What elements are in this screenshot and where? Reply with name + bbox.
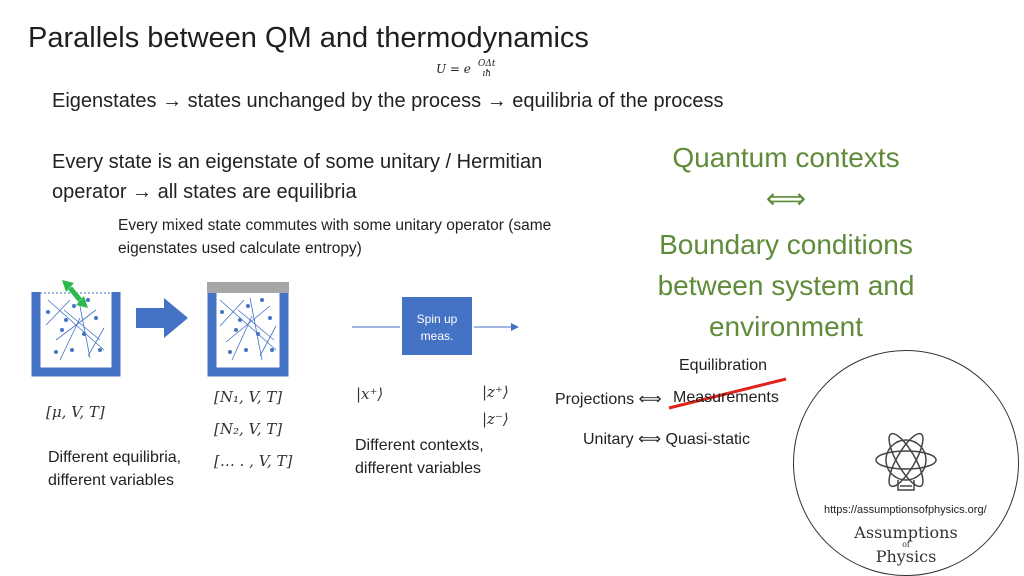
formula-exponent-den: ıħ — [482, 69, 492, 79]
exchange-arrow-icon — [62, 280, 88, 308]
iff-symbol: ⟺ — [765, 183, 807, 214]
input-state-label: |x⁺⟩ — [356, 385, 384, 403]
closed-variables-1: [N₁, V, T] — [214, 388, 283, 406]
page-title: Parallels between QM and thermodynamics — [28, 22, 589, 54]
measurement-box — [402, 297, 472, 355]
logo-of: of — [902, 540, 910, 549]
contexts-caption: Different contexts, different variables — [355, 437, 484, 477]
open-container — [31, 292, 121, 377]
measurement-box-label: Spin up meas. — [416, 312, 458, 343]
logo-line2: Physics — [875, 547, 937, 566]
mixed-state-statement: Every mixed state commutes with some uni… — [118, 217, 552, 257]
formula-exponent-num: OΔt — [478, 59, 496, 69]
closed-variables-2: [N₂, V, T] — [214, 420, 283, 438]
logo-line1: Assumptions — [854, 523, 958, 542]
open-container-variables: [μ, V, T] — [46, 403, 105, 421]
unitary-quasistatic-label: Unitary ⟺ Quasi-static — [583, 431, 750, 448]
strike-line — [668, 377, 787, 410]
equilibria-caption: Different equilibria, different variable… — [48, 449, 182, 489]
formula-lhs: U = e — [436, 62, 471, 76]
measurements-label: Measurements — [673, 389, 779, 406]
logo-wordmark: Assumptions of Physics — [818, 524, 994, 566]
unitary-formula: U = e OΔt ıħ — [436, 59, 496, 79]
transition-arrow-icon — [136, 298, 188, 338]
equilibration-label: Equilibration — [679, 357, 768, 374]
closed-container — [207, 282, 289, 377]
website-url[interactable]: https://assumptionsofphysics.org/ — [824, 504, 987, 516]
boundary-conditions-heading: Boundary conditions between system and e… — [657, 229, 915, 342]
eigenstates-statement: Eigenstates → states unchanged by the pr… — [52, 90, 724, 112]
output-state-down: |z⁻⟩ — [482, 410, 509, 428]
output-state-up: |z⁺⟩ — [482, 383, 509, 401]
all-states-statement: Every state is an eigenstate of some uni… — [52, 151, 543, 203]
projections-label: Projections ⟺ — [555, 391, 662, 408]
closed-variables-3: [… . , V, T] — [214, 452, 293, 470]
formula-exponent: OΔt ıħ — [478, 59, 496, 79]
quantum-contexts-heading: Quantum contexts — [672, 142, 900, 173]
